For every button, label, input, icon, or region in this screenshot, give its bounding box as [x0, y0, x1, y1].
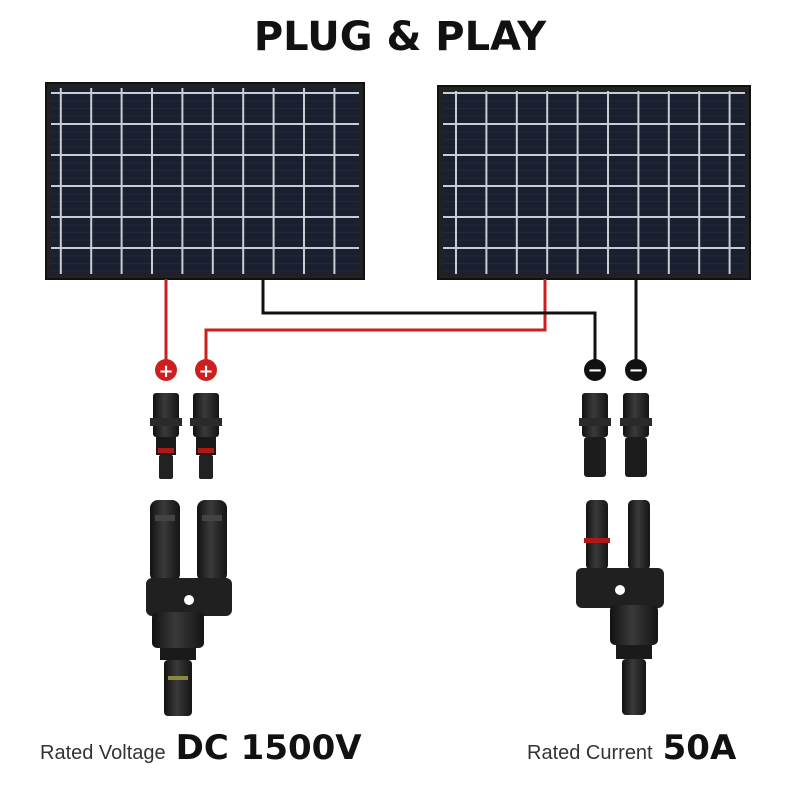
spec-rated-current: Rated Current 50A [527, 728, 736, 768]
positive-symbol: + [158, 361, 173, 382]
negative-symbol: − [587, 360, 602, 381]
positive-terminal-2: + [195, 359, 217, 382]
spec-label: Rated Current [527, 742, 653, 764]
spec-value: DC 1500V [175, 728, 362, 768]
spec-label: Rated Voltage [40, 742, 166, 764]
page-title: PLUG & PLAY [253, 14, 547, 60]
solar-panel-right [437, 85, 751, 280]
negative-symbol: − [628, 360, 643, 381]
positive-terminal-1: + [155, 359, 177, 382]
positive-wires [164, 279, 547, 370]
solar-panel-left [45, 82, 365, 280]
y-branch-connector-right [576, 500, 664, 715]
mc4-connector-positive-2 [190, 393, 222, 479]
negative-wires [261, 279, 638, 370]
mc4-connector-negative-1 [579, 393, 611, 477]
mc4-connector-positive-1 [150, 393, 182, 479]
mc4-connector-negative-2 [620, 393, 652, 477]
spec-value: 50A [662, 728, 737, 768]
negative-terminal-2: − [625, 359, 647, 381]
y-branch-connector-left [146, 500, 232, 716]
negative-terminal-1: − [584, 359, 606, 381]
positive-symbol: + [198, 361, 213, 382]
spec-rated-voltage: Rated Voltage DC 1500V [40, 728, 362, 768]
